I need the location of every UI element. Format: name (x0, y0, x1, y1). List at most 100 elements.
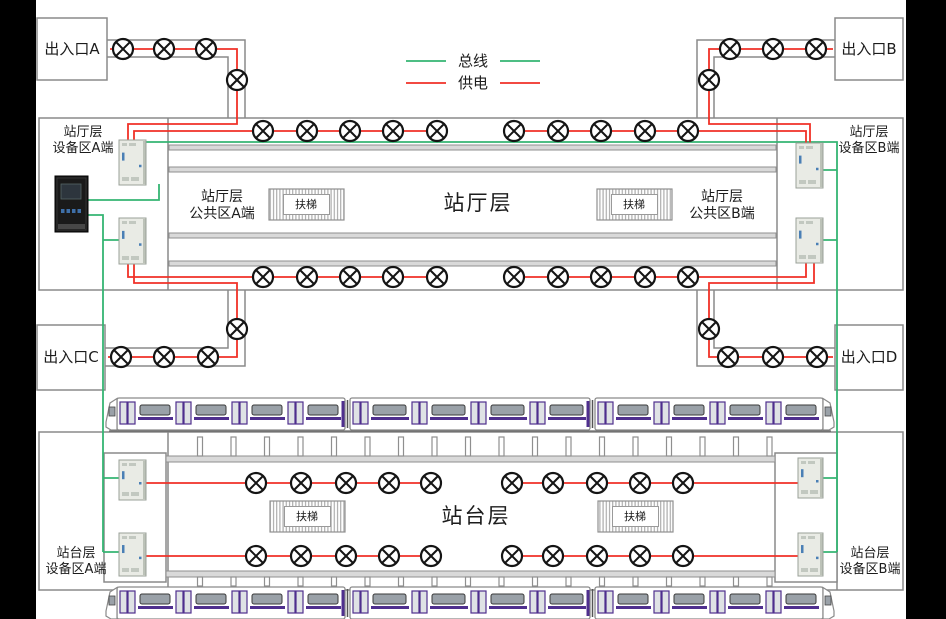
platform-column (498, 436, 505, 457)
train-window (785, 593, 817, 605)
train-door (661, 401, 670, 425)
train-stripe (728, 606, 763, 609)
train-door (709, 401, 718, 425)
lamp-icon (225, 317, 249, 341)
train-door (127, 590, 136, 614)
escalator-hall-b (596, 188, 673, 221)
train-door (119, 401, 128, 425)
exit-a-label: 出入口A (44, 40, 100, 58)
platform-equip-a-label-line2: 设备区A端 (46, 561, 107, 577)
lamp-icon (676, 265, 700, 289)
lamp-icon (225, 68, 249, 92)
train-door (360, 590, 369, 614)
train-window (307, 593, 339, 605)
controller-button (61, 209, 65, 213)
lamp-icon (251, 119, 275, 143)
platform-column (464, 576, 472, 587)
platform-column (364, 436, 371, 457)
train-door (239, 590, 248, 614)
platform-column (598, 576, 606, 587)
controller-button (72, 209, 76, 213)
train-window (785, 404, 817, 416)
lamp-icon (761, 37, 785, 61)
lamp-icon (419, 471, 443, 495)
lamp-icon (761, 345, 785, 369)
train-stripe (250, 417, 285, 420)
power-cabinet (118, 459, 147, 501)
lamp-icon (338, 265, 362, 289)
lamp-icon (585, 544, 609, 568)
platform-column (330, 436, 338, 457)
bus-stubs-right (823, 169, 837, 553)
power-cabinet (118, 139, 147, 186)
train-door (360, 401, 369, 425)
exit-c-box (36, 324, 106, 391)
exit-b-label: 出入口B (841, 40, 896, 58)
train-stripe (489, 606, 527, 609)
train-door (765, 401, 774, 425)
platform-column (431, 576, 438, 587)
lamp-icon (289, 471, 313, 495)
exit-b-box (834, 17, 904, 81)
train-door (597, 590, 606, 614)
train-window (251, 593, 283, 605)
corridor-exit-b (696, 39, 835, 118)
train-door (295, 401, 304, 425)
lamp-icon (628, 544, 652, 568)
platform-edge-band (165, 570, 776, 578)
lamp-icon (541, 471, 565, 495)
train-window (372, 593, 407, 605)
exit-a-box (36, 17, 108, 81)
lamp-icon (419, 544, 443, 568)
lamp-icon (502, 265, 526, 289)
escalator-hall-a (268, 188, 345, 221)
train-door (175, 590, 184, 614)
train-door (127, 401, 136, 425)
lamp-icon (196, 345, 220, 369)
platform-column (665, 576, 673, 587)
power-cabinet (797, 532, 824, 577)
train-door (653, 401, 662, 425)
train-door (765, 590, 774, 614)
hall-public-b-label-line2: 公共区B端 (689, 206, 755, 222)
train-window (617, 404, 649, 416)
lamp-icon (244, 471, 268, 495)
escalator-hall-b-label: 扶梯 (623, 197, 645, 211)
hall-band (168, 166, 777, 173)
train-window (139, 593, 171, 605)
controller-button (77, 209, 81, 213)
lamp-icon (671, 471, 695, 495)
train-door (717, 590, 726, 614)
train-stripe (138, 606, 173, 609)
train-stripe (138, 417, 173, 420)
train-window (431, 404, 466, 416)
platform-column (498, 576, 505, 587)
platform-column (732, 436, 740, 457)
train-door (419, 590, 428, 614)
power-cabinet (795, 217, 824, 264)
platform-column (531, 436, 539, 457)
exit-d-box (834, 324, 904, 391)
train-door (287, 401, 296, 425)
platform-column (766, 436, 773, 457)
train-door (605, 590, 614, 614)
platform-column (531, 576, 539, 587)
train-door (478, 590, 487, 614)
lamp-icon (541, 544, 565, 568)
train-door (411, 590, 420, 614)
train-door (597, 401, 606, 425)
lamp-icon (244, 544, 268, 568)
lamp-icon (425, 119, 449, 143)
hall-band (168, 232, 777, 239)
hall-public-a-label-line2: 公共区A端 (189, 206, 255, 222)
lamp-icon (718, 37, 742, 61)
train-door (231, 590, 240, 614)
controller-button (66, 209, 70, 213)
platform-column (766, 576, 773, 587)
train-door (183, 590, 192, 614)
hall-equip-a-label-line1: 站厅层 (63, 125, 102, 140)
lamp-icon (546, 265, 570, 289)
